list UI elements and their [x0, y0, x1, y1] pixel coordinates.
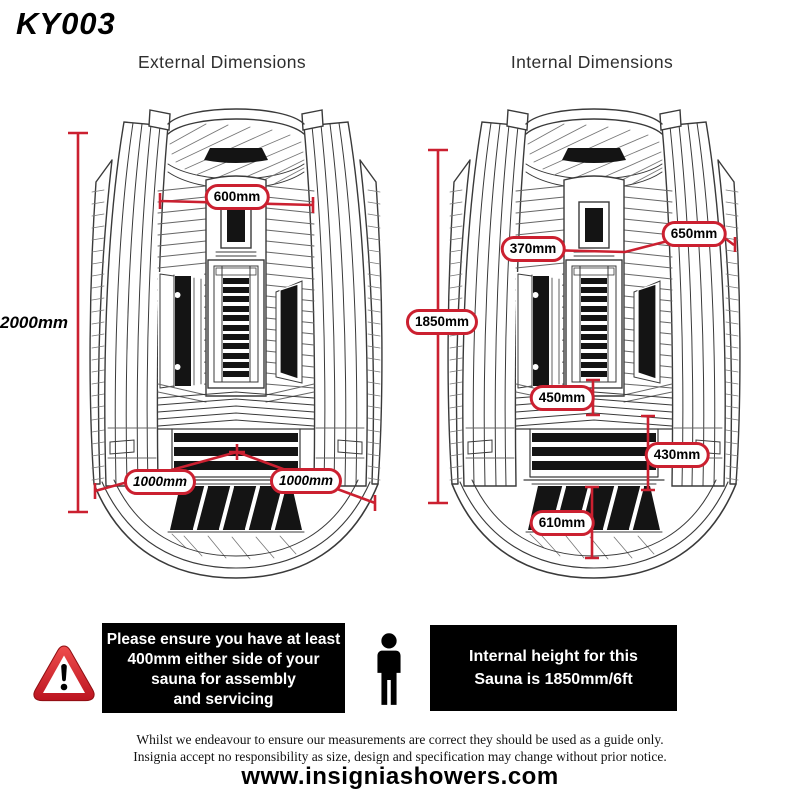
external-depth-right-label: 1000mm	[269, 468, 343, 494]
height-notice-line: Internal height for this	[469, 648, 638, 665]
internal-dimensions-title: Internal Dimensions	[510, 52, 674, 72]
model-code: KY003	[16, 6, 116, 41]
clearance-notice-line: 400mm either side of your	[127, 651, 320, 668]
internal-back-width-label: 370mm	[500, 236, 566, 262]
internal-height-label: 1850mm	[405, 309, 479, 335]
external-width-label: 600mm	[204, 184, 270, 210]
disclaimer-line: Whilst we endeavour to ensure our measur…	[136, 732, 664, 747]
external-height-label: 2000mm	[0, 313, 69, 332]
internal-bench-depth-label: 450mm	[529, 385, 595, 411]
website-url: www.insigniashowers.com	[241, 763, 559, 790]
person-icon	[377, 633, 401, 705]
internal-bench-height-label: 430mm	[644, 442, 710, 468]
clearance-notice-line: and servicing	[173, 691, 274, 708]
sauna-illustration-internal	[446, 107, 742, 580]
clearance-notice-box: Please ensure you have at least 400mm ei…	[102, 623, 345, 713]
height-notice-line: Sauna is 1850mm/6ft	[474, 671, 633, 688]
clearance-notice-line: Please ensure you have at least	[106, 631, 341, 648]
external-depth-left-label: 1000mm	[123, 469, 197, 495]
disclaimer-line: Insignia accept no responsibility as siz…	[133, 748, 667, 764]
clearance-notice-line: sauna for assembly	[151, 671, 296, 688]
sauna-illustration-external	[88, 107, 384, 580]
internal-floor-width-label: 610mm	[529, 510, 595, 536]
height-notice-box: Internal height for this Sauna is 1850mm…	[430, 625, 677, 711]
internal-front-width-label: 650mm	[661, 221, 727, 247]
external-dimensions-title: External Dimensions	[137, 52, 307, 72]
disclaimer: Whilst we endeavour to ensure our measur…	[0, 732, 800, 765]
warning-triangle-icon	[33, 645, 95, 702]
